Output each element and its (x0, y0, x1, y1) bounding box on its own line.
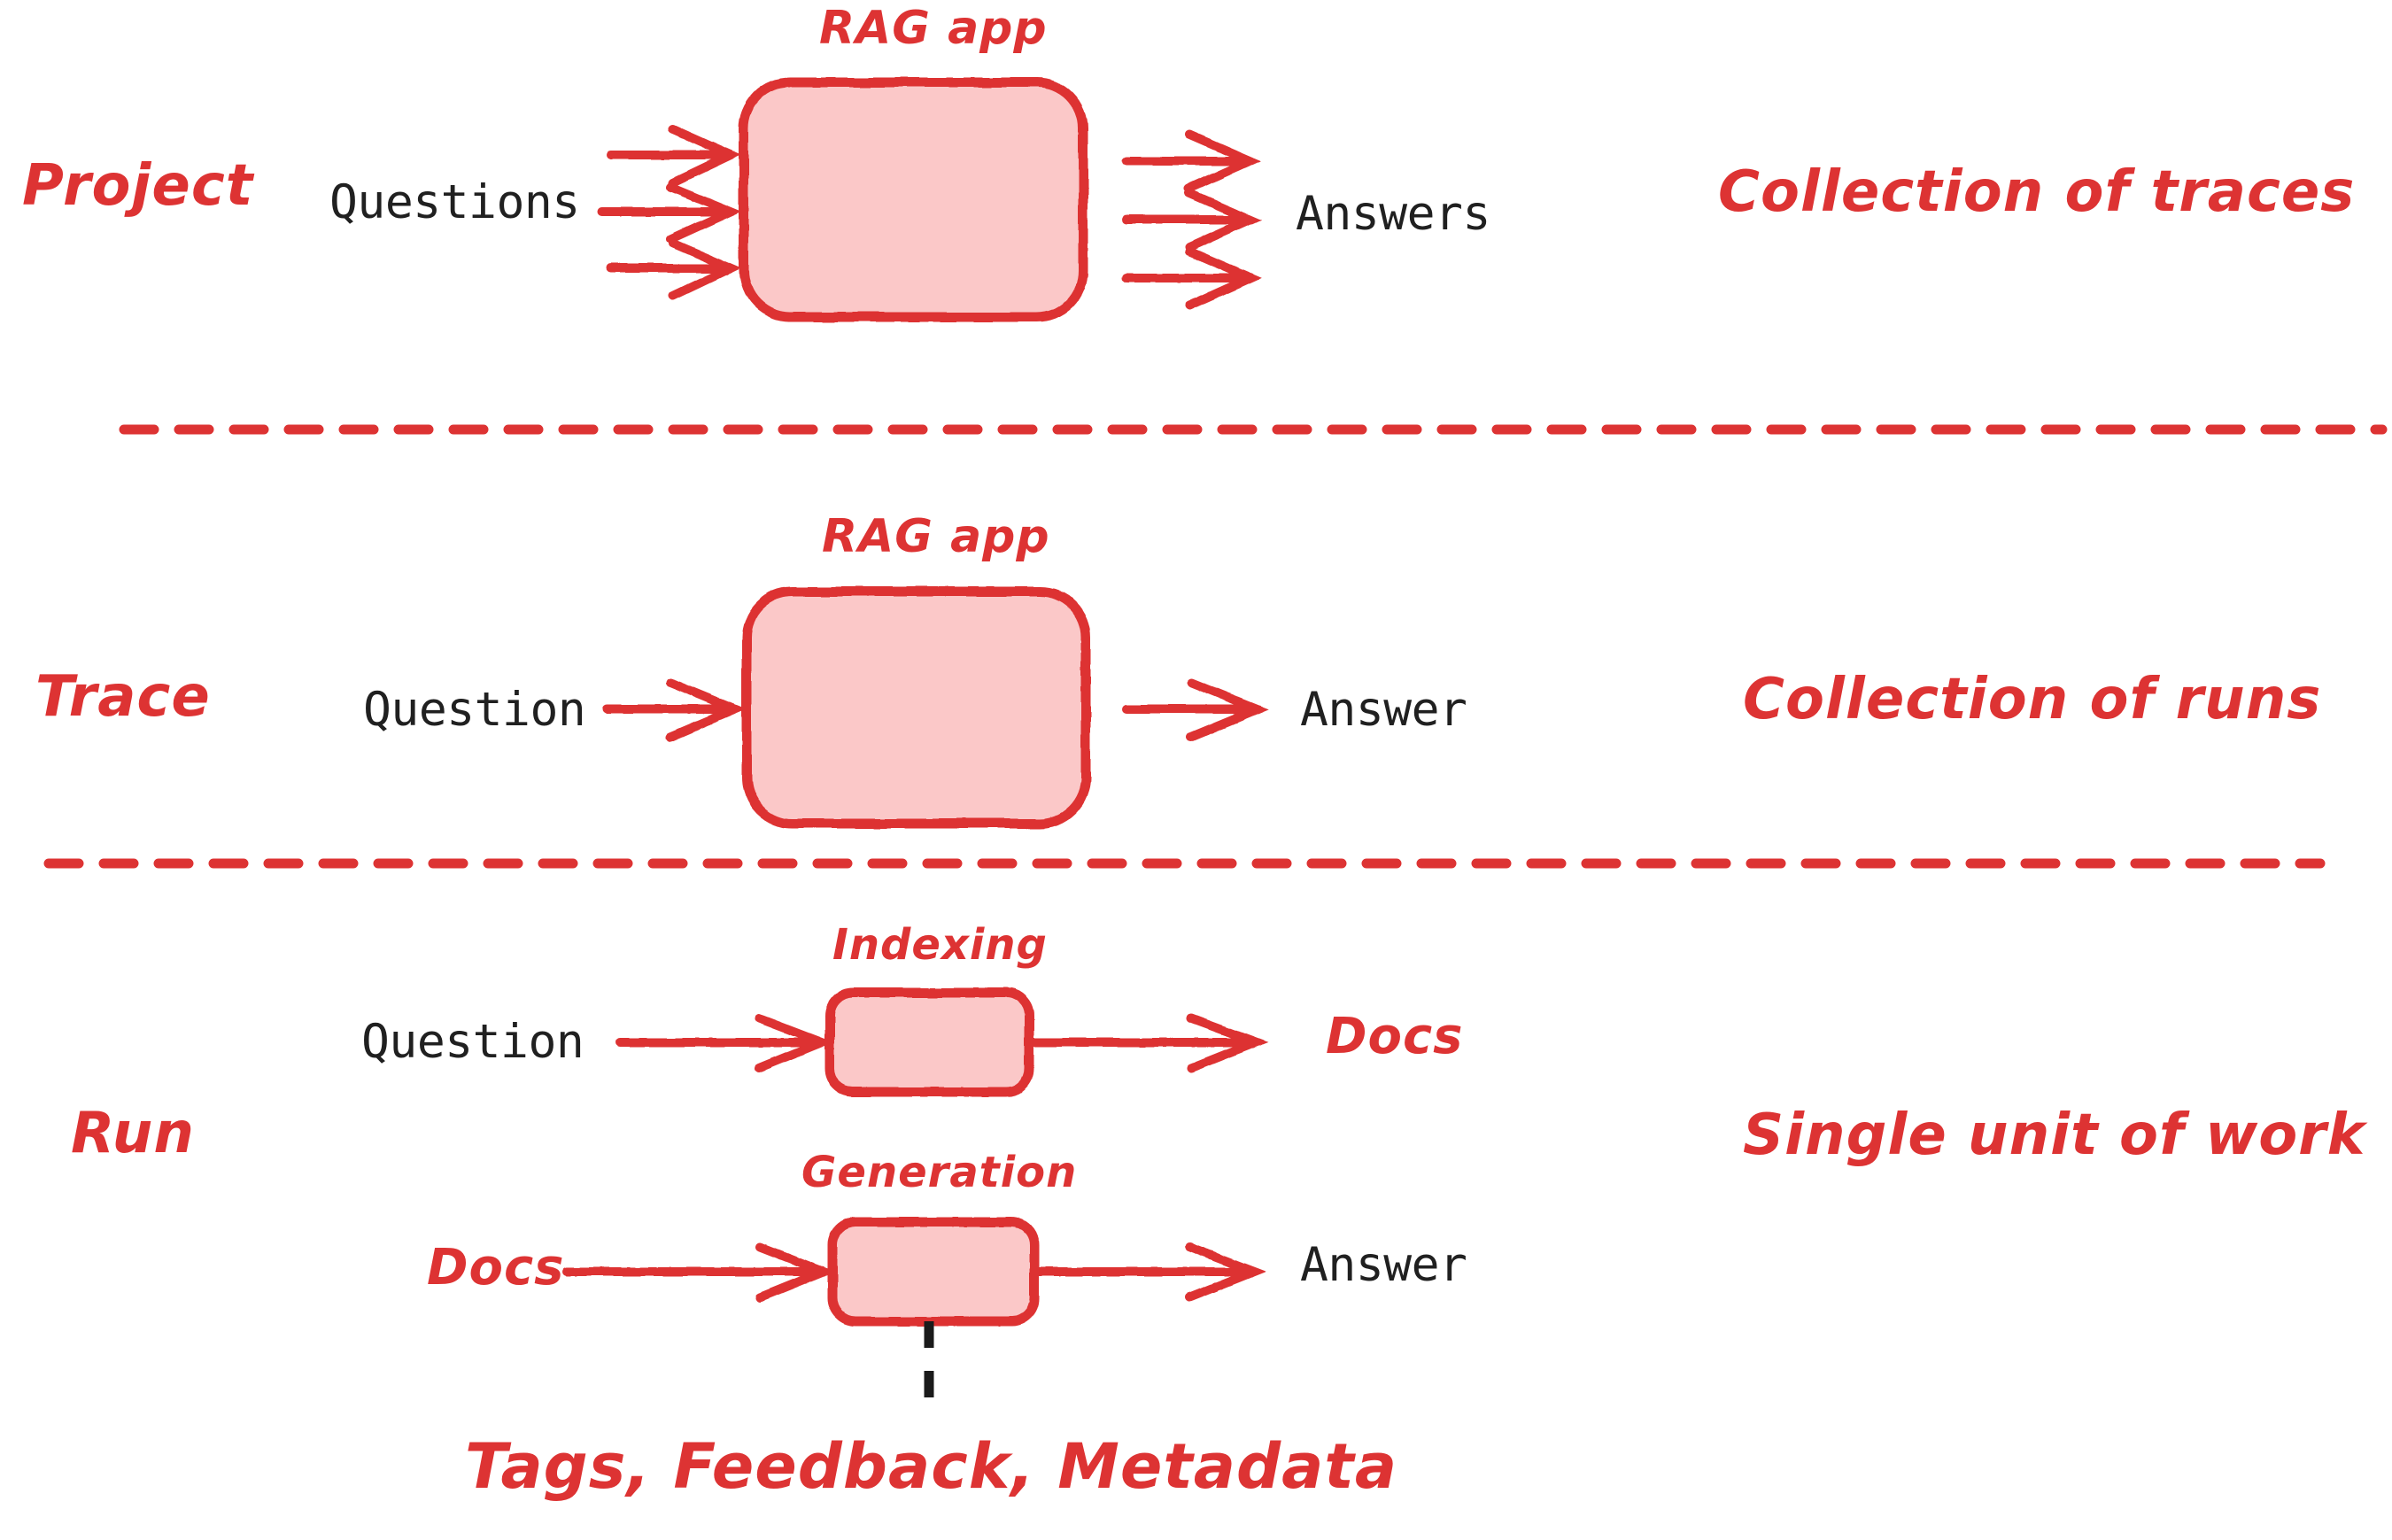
trace-box-label: RAG app (822, 510, 1050, 563)
run-generation-box (827, 1217, 1040, 1327)
run-annotation-label: Tags, Feedback, Metadata (465, 1430, 1398, 1503)
run-indexing-output-label: Docs (1326, 1008, 1464, 1065)
run-generation-box-label: Generation (801, 1148, 1078, 1197)
run-indexing-input-label: Question (361, 1015, 584, 1069)
project-box-label: RAG app (819, 2, 1048, 55)
project-output-label: Answers (1296, 187, 1490, 241)
trace-rag-app-box (741, 586, 1091, 829)
run-generation-input-label: Docs (427, 1239, 565, 1296)
project-left-label: Project (22, 153, 254, 219)
run-indexing-input-arrow (615, 1014, 834, 1072)
trace-input-label: Question (363, 683, 586, 737)
project-input-label: Questions (329, 175, 580, 229)
run-indexing-box (824, 987, 1034, 1097)
run-generation-output-label: Answer (1300, 1238, 1467, 1292)
trace-right-label: Collection of runs (1743, 667, 2322, 732)
run-indexing-graphics (615, 987, 1268, 1097)
run-generation-output-arrow (1033, 1242, 1266, 1302)
trace-output-label: Answer (1300, 683, 1467, 737)
run-left-label: Run (71, 1101, 195, 1166)
project-row-graphics (598, 77, 1262, 322)
run-generation-graphics (562, 1217, 1266, 1327)
project-output-arrows (1122, 130, 1262, 310)
project-right-label: Collection of traces (1718, 159, 2356, 225)
trace-output-arrow (1122, 678, 1270, 741)
trace-row-graphics (602, 586, 1270, 829)
project-rag-app-box (739, 77, 1088, 322)
trace-input-arrow (602, 678, 747, 741)
run-generation-input-arrow (562, 1242, 836, 1302)
run-right-label: Single unit of work (1743, 1103, 2366, 1168)
run-indexing-output-arrow (1028, 1014, 1268, 1072)
project-input-arrows (598, 125, 742, 300)
run-indexing-box-label: Indexing (832, 920, 1048, 970)
trace-left-label: Trace (35, 664, 211, 730)
